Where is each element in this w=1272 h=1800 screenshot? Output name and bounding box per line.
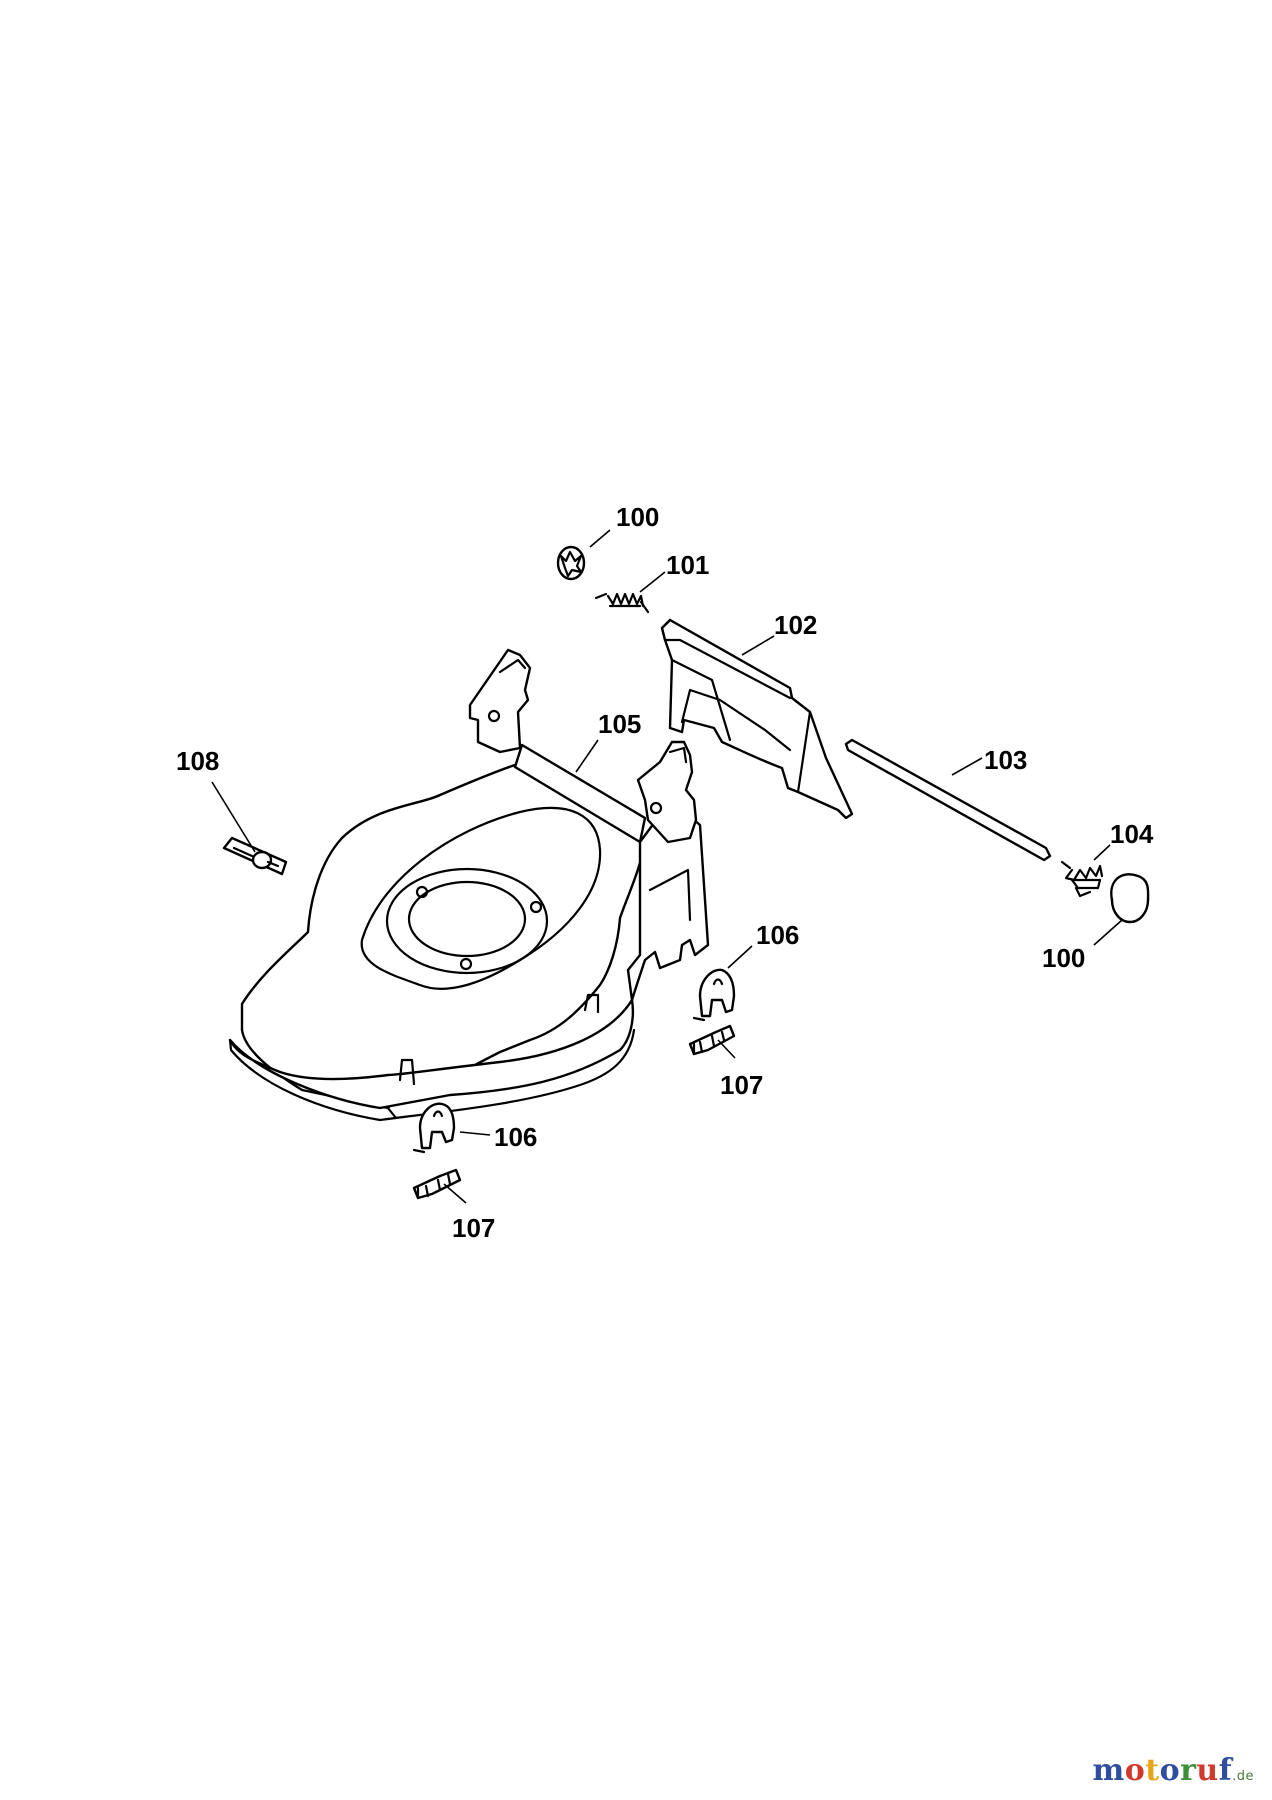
watermark-letter: m: [1092, 1753, 1125, 1788]
torsion-spring-top: [594, 592, 650, 614]
callout-106-left: 106: [494, 1122, 537, 1152]
callout-101: 101: [666, 550, 709, 580]
leader-lines: [211, 529, 1123, 1204]
rod: [844, 738, 1052, 862]
clip-block-right: [688, 1024, 736, 1056]
watermark-letter: r: [1180, 1753, 1197, 1788]
torsion-spring-right: [1060, 860, 1104, 898]
callout-107-right: 107: [720, 1070, 763, 1100]
callout-104: 104: [1110, 819, 1154, 849]
callout-103: 103: [984, 745, 1027, 775]
callout-106-right: 106: [756, 920, 799, 950]
watermark-letter: f: [1218, 1753, 1233, 1788]
callout-107-left: 107: [452, 1213, 495, 1243]
callout-102: 102: [774, 610, 817, 640]
watermark-tld: .de: [1232, 1769, 1254, 1784]
callout-100-top: 100: [616, 502, 659, 532]
callout-108: 108: [176, 746, 219, 776]
watermark-logo: motoruf.de: [1092, 1753, 1254, 1788]
watermark-letter: t: [1145, 1753, 1160, 1788]
clip-block-left: [412, 1168, 462, 1200]
rear-flap: [660, 618, 854, 820]
hinge-clip-right: [692, 968, 736, 1022]
watermark-letter: o: [1124, 1753, 1146, 1788]
star-washer-top: [556, 545, 586, 581]
callout-labels: 100 101 102 103 104 100 105 106 106 107 …: [176, 502, 1154, 1243]
watermark-letter: o: [1159, 1753, 1181, 1788]
hinge-clip-left: [412, 1102, 456, 1154]
watermark-letter: u: [1196, 1753, 1219, 1788]
callout-100-right: 100: [1042, 943, 1085, 973]
mower-deck: [228, 648, 710, 1122]
brand-badge: [222, 836, 288, 876]
callout-105: 105: [598, 709, 641, 739]
end-cap-right: [1110, 873, 1150, 924]
